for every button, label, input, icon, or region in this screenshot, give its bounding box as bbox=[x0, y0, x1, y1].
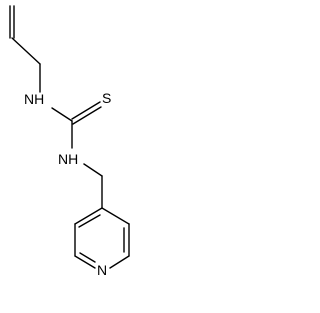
pyridine-bond-c4-c3-inner bbox=[78, 214, 101, 228]
pyridine-bond-n-c6 bbox=[109, 255, 130, 269]
pyridine-bond-c2-n bbox=[74, 255, 96, 269]
thiocarbonyl-double-bond-b bbox=[72, 106, 102, 125]
molecule-structure: NH S NH N bbox=[9, 5, 130, 278]
sulfur-label: S bbox=[102, 90, 111, 106]
pyridine-bond-c2-n-inner bbox=[79, 252, 96, 263]
nh-top-to-thiocarbonyl-bond bbox=[51, 107, 73, 122]
pyridine-bond-c4-c3 bbox=[74, 207, 103, 225]
nh-bottom-label: NH bbox=[58, 151, 78, 167]
pyridine-nitrogen-label: N bbox=[97, 262, 107, 278]
nh-top-label: NH bbox=[24, 91, 44, 107]
allyl-bond-1 bbox=[11, 37, 41, 65]
pyridine-bond-c5-c4 bbox=[101, 207, 130, 225]
thiocarbonyl-double-bond-a bbox=[71, 101, 101, 120]
nh-bottom-to-methylene-bond bbox=[83, 163, 103, 177]
structure-canvas: NH S NH N bbox=[0, 0, 147, 313]
